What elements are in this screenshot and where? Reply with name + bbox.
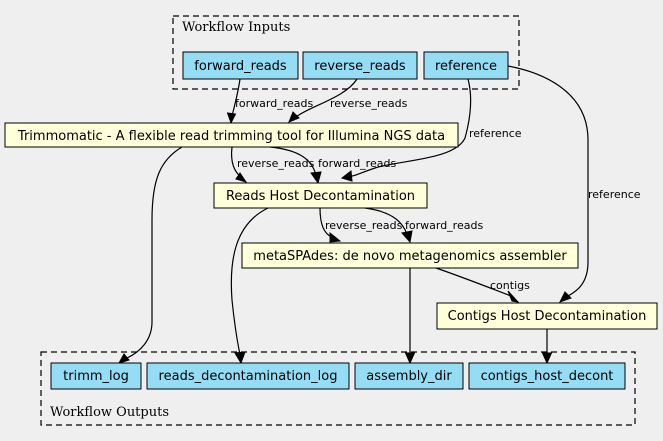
reverse-reads-label: reverse_reads (314, 59, 406, 74)
step-contigs-decont-node[interactable]: Contigs Host Decontamination (436, 302, 658, 330)
edge-contigs-decont-to-contigs-host-decont (541, 329, 553, 365)
edge-forward-reads-to-trimmomatic: forward_reads (226, 78, 313, 125)
edge-reads-decont-to-decontamination-log (230, 207, 269, 365)
metaspades-label: metaSPAdes: de novo metagenomics assembl… (253, 249, 567, 264)
workflow-outputs-cluster: Workflow Outputs (40, 351, 636, 426)
workflow-inputs-label: Workflow Inputs (182, 20, 290, 35)
edge-metaspades-to-contigs-decont: contigs (435, 267, 530, 303)
step-reads-decont-node[interactable]: Reads Host Decontamination (213, 182, 428, 209)
workflow-outputs-label: Workflow Outputs (50, 405, 169, 420)
edge-trimmomatic-to-reads-decont-forward: forward_reads (269, 146, 396, 185)
edge-label-forward-reads-2: forward_reads (318, 157, 396, 170)
workflow-inputs-cluster: Workflow Inputs (172, 15, 520, 90)
input-reverse-reads-node[interactable]: reverse_reads (302, 51, 418, 80)
edge-label-forward-reads: forward_reads (235, 97, 313, 110)
reads-decont-label: Reads Host Decontamination (226, 189, 415, 204)
edge-label-contigs: contigs (490, 279, 530, 292)
edge-metaspades-to-assembly-dir (404, 268, 416, 365)
edge-reverse-reads-to-trimmomatic: reverse_reads (288, 78, 408, 123)
edge-reads-decont-to-metaspades-reverse: reverse_reads (319, 207, 403, 243)
step-metaspades-node[interactable]: metaSPAdes: de novo metagenomics assembl… (241, 242, 579, 269)
reads-decontamination-log-label: reads_decontamination_log (159, 369, 338, 384)
edge-label-reverse-reads-2: reverse_reads (237, 157, 315, 170)
assembly-dir-label: assembly_dir (366, 369, 452, 384)
output-reads-decontamination-log-node[interactable]: reads_decontamination_log (146, 362, 350, 390)
edge-trimmomatic-to-reads-decont-reverse: reverse_reads (230, 146, 315, 183)
trimmomatic-label: Trimmomatic - A flexible read trimming t… (17, 129, 445, 144)
output-contigs-host-decont-node[interactable]: contigs_host_decont (468, 362, 626, 390)
output-assembly-dir-node[interactable]: assembly_dir (354, 362, 464, 390)
edge-reads-decont-to-metaspades-forward: forward_reads (364, 207, 483, 244)
output-trimm-log-node[interactable]: trimm_log (50, 362, 142, 390)
edge-label-reference-2: reference (588, 188, 641, 201)
input-forward-reads-node[interactable]: forward_reads (182, 51, 299, 80)
edge-label-reverse-reads: reverse_reads (330, 97, 408, 110)
edge-label-forward-reads-3: forward_reads (405, 219, 483, 232)
contigs-decont-label: Contigs Host Decontamination (448, 309, 647, 324)
step-trimmomatic-node[interactable]: Trimmomatic - A flexible read trimming t… (4, 122, 459, 148)
trimm-log-label: trimm_log (63, 369, 129, 384)
forward-reads-label: forward_reads (194, 59, 287, 74)
reference-label: reference (435, 59, 497, 74)
edge-label-reverse-reads-3: reverse_reads (325, 219, 403, 232)
edge-reference-to-reads-decont: reference (340, 78, 522, 182)
contigs-host-decont-label: contigs_host_decont (481, 369, 614, 384)
input-reference-node[interactable]: reference (423, 51, 509, 80)
edge-reference-to-contigs-decont: reference (507, 65, 641, 303)
edge-label-reference-1: reference (469, 127, 522, 140)
edge-trimmomatic-to-trimm-log (117, 146, 183, 364)
